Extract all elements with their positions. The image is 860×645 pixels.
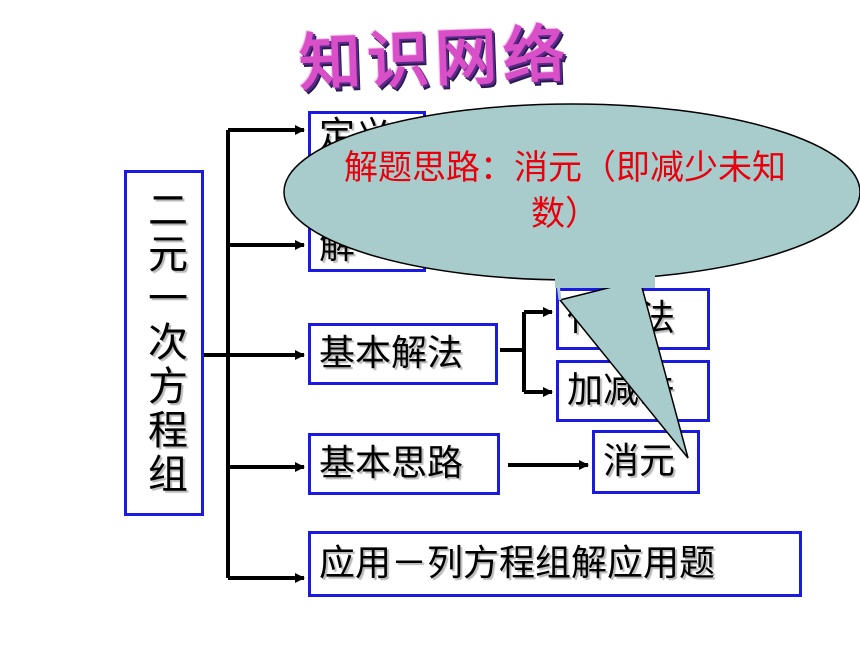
callout-text: 解题思路：消元（即减少未知数） bbox=[344, 148, 786, 234]
application-box: 应用－列方程组解应用题 bbox=[308, 531, 802, 597]
callout-tail bbox=[558, 279, 689, 459]
basic-method-box: 基本解法 bbox=[308, 323, 498, 385]
basic-idea-box: 基本思路 bbox=[308, 433, 500, 495]
callout-joint bbox=[555, 258, 655, 288]
main-topic-box: 二元一次方程组 bbox=[124, 170, 204, 516]
idea-result-box: 消元 bbox=[592, 430, 700, 494]
